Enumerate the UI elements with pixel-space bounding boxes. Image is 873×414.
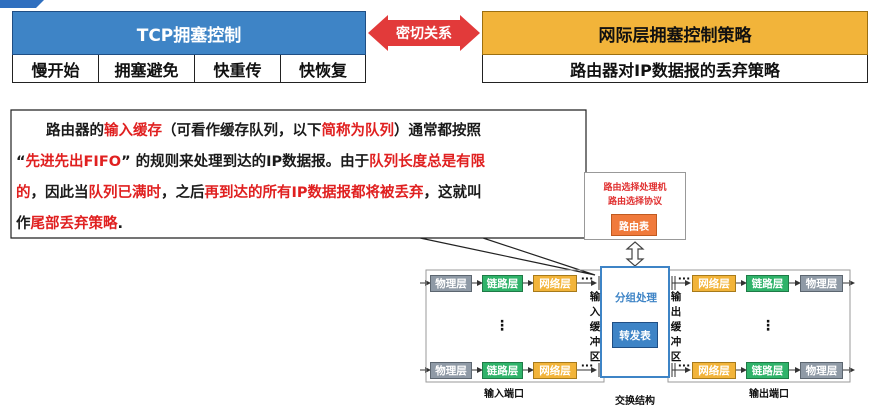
tcp-congestion-title: TCP拥塞控制: [12, 11, 366, 55]
input-rows-ellipsis: ⋮: [495, 318, 509, 334]
output-network-layer-2: 网络层: [692, 362, 736, 379]
input-buffer-label: 输入缓冲区: [589, 291, 601, 363]
text-run: ，因此当: [30, 185, 89, 201]
packet-processing-label: 分组处理: [615, 292, 657, 304]
output-rows-ellipsis: ⋮: [761, 318, 775, 334]
tcp-algorithm-row: 慢开始 拥塞避免 快重传 快恢复: [12, 55, 366, 83]
output-physical-layer-1: 物理层: [800, 275, 843, 292]
output-physical-layer-2: 物理层: [800, 362, 843, 379]
input-link-layer-2: 链路层: [482, 362, 523, 379]
ip-drop-policy: 路由器对IP数据报的丢弃策略: [482, 55, 868, 83]
relation-label: 密切关系: [386, 20, 462, 46]
highlight-input-buffer: 输入缓存: [104, 123, 162, 139]
highlight-de: 的: [16, 185, 31, 201]
text-run: ，这就叫: [423, 185, 482, 201]
highlight-queue: 简称为队列: [321, 123, 395, 139]
routing-processor-label: 路由选择处理机: [603, 183, 667, 193]
callout-line-2: “先进先出FIFO” 的规则来处理到达的IP数据报。由于队列长度总是有限: [16, 147, 572, 178]
text-run: “: [16, 154, 26, 170]
switch-fabric-caption: 交换结构: [615, 396, 655, 407]
output-network-layer-1: 网络层: [692, 275, 736, 292]
corner-mark: [0, 0, 44, 8]
highlight-queue-full: 队列已满时: [88, 185, 162, 201]
tcp-item-fast-recovery: 快恢复: [298, 60, 347, 80]
routing-table: 路由表: [611, 214, 657, 236]
ip-congestion-title: 网际层拥塞控制策略: [482, 11, 868, 55]
callout-text: 路由器的输入缓存（可看作缓存队列，以下简称为队列）通常都按照 “先进先出FIFO…: [16, 116, 572, 240]
callout-line-4: 作尾部丢弃策略.: [16, 209, 572, 240]
output-port-caption: 输出端口: [749, 389, 789, 400]
text-run: .: [117, 216, 124, 232]
forwarding-table: 转发表: [612, 322, 658, 348]
text-run: ）通常都按照: [394, 123, 481, 139]
text-run: （可看作缓存队列，以下: [162, 123, 322, 139]
input-physical-layer-2: 物理层: [430, 362, 472, 379]
tcp-item-slow-start: 慢开始: [13, 55, 99, 82]
callout-line-3: 的，因此当队列已满时，之后再到达的所有IP数据报都将被丢弃，这就叫: [16, 178, 572, 209]
input-link-layer-1: 链路层: [482, 275, 523, 292]
tcp-item-congestion-avoidance: 拥塞避免: [99, 55, 195, 82]
text-run: ” 的规则来处理到达的IP数据报。由于: [121, 154, 370, 170]
highlight-all-dropped: 再到达的所有IP数据报都将被丢弃: [204, 185, 424, 201]
tcp-item-fast-retransmit: 快重传: [195, 55, 281, 82]
routing-protocol-label: 路由选择协议: [607, 197, 662, 207]
input-port-caption: 输入端口: [484, 389, 524, 400]
input-queue-dots-2: ···: [580, 359, 594, 372]
routing-processor-box: 路由选择处理机 路由选择协议: [584, 172, 686, 240]
output-link-layer-1: 链路层: [746, 275, 789, 292]
text-run: 路由器的: [46, 123, 104, 139]
output-link-layer-2: 链路层: [746, 362, 789, 379]
output-buffer-label: 输出缓冲区: [670, 291, 682, 363]
callout-line-1: 路由器的输入缓存（可看作缓存队列，以下简称为队列）通常都按照: [16, 116, 572, 147]
highlight-fifo: 先进先出FIFO: [25, 154, 122, 170]
highlight-tail-drop: 尾部丢弃策略: [30, 216, 118, 232]
text-run: 作: [16, 216, 31, 232]
input-queue-dots-1: ···: [580, 272, 594, 285]
output-queue-dots-1: ···: [677, 272, 691, 285]
highlight-queue-limited: 队列长度总是有限: [369, 154, 486, 170]
text-run: ，之后: [161, 185, 205, 201]
input-network-layer-1: 网络层: [533, 275, 577, 292]
input-physical-layer-1: 物理层: [430, 275, 472, 292]
output-queue-dots-2: ···: [677, 359, 691, 372]
input-network-layer-2: 网络层: [533, 362, 577, 379]
